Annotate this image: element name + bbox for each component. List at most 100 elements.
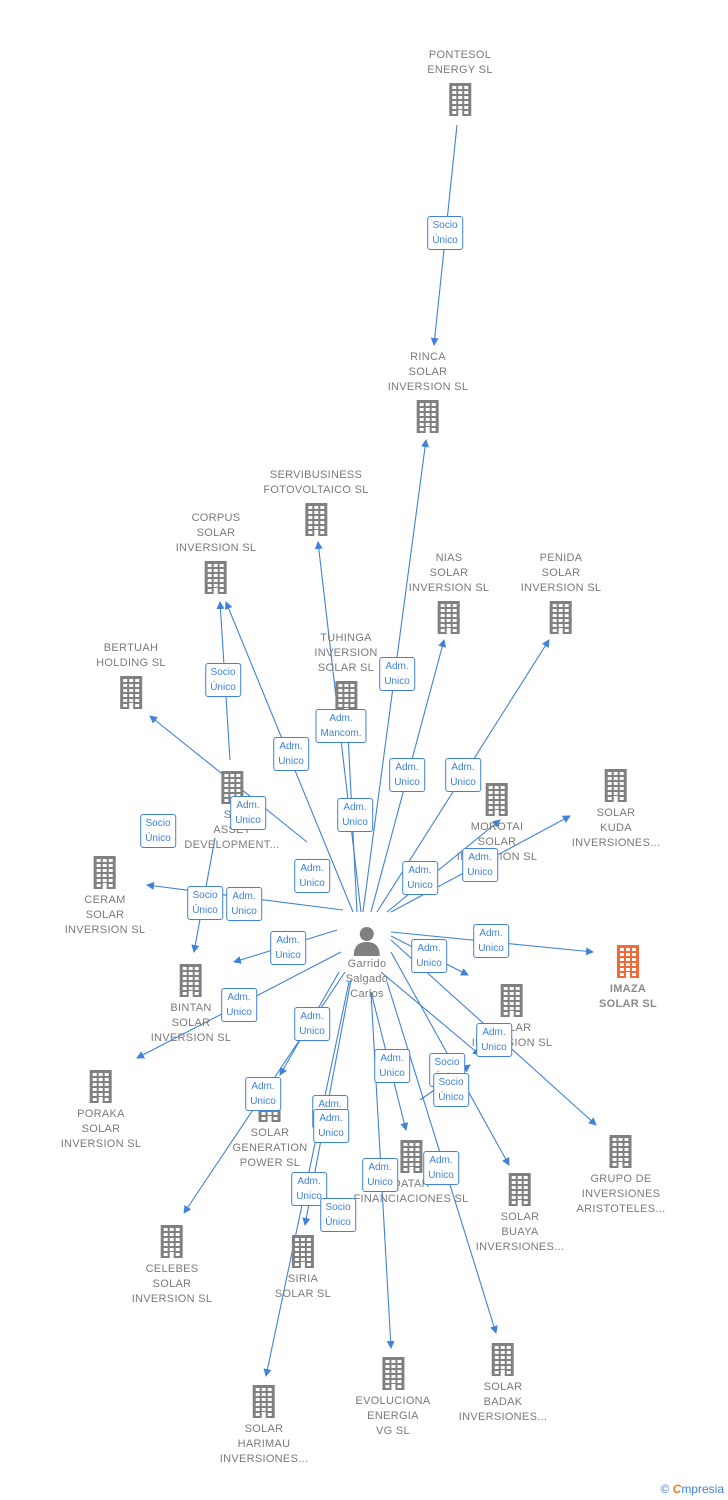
relation-badge[interactable]: Adm. Unico xyxy=(411,939,447,973)
company-label: BINTAN SOLAR INVERSION SL xyxy=(150,1002,232,1044)
company-node-bertuah[interactable]: BERTUAH HOLDING SL xyxy=(96,641,166,709)
relation-edge xyxy=(386,819,501,913)
company-label: NIAS SOLAR INVERSION SL xyxy=(408,552,490,594)
relation-badge[interactable]: Adm. Unico xyxy=(462,848,498,882)
company-node-poraka[interactable]: PORAKA SOLAR INVERSION SL xyxy=(61,1069,142,1152)
relation-badge[interactable]: Adm. Unico xyxy=(473,924,509,958)
company-node-badak[interactable]: SOLAR BADAK INVERSIONES... xyxy=(459,1342,548,1425)
company-label: PENIDA SOLAR INVERSION SL xyxy=(520,552,602,594)
relation-badge[interactable]: Adm. Unico xyxy=(362,1158,398,1192)
company-label: SIRIA SOLAR SL xyxy=(274,1273,332,1300)
relation-badge[interactable]: Adm. Unico xyxy=(476,1023,512,1057)
company-label: CELEBES SOLAR INVERSION SL xyxy=(131,1263,213,1305)
building-icon xyxy=(184,770,279,804)
building-icon xyxy=(521,600,602,634)
company-label: IMAZA SOLAR SL xyxy=(598,983,658,1010)
building-icon xyxy=(572,768,661,802)
building-icon xyxy=(476,1172,565,1206)
company-label: BERTUAH HOLDING SL xyxy=(96,642,166,669)
company-node-servibusiness[interactable]: SERVIBUSINESS FOTOVOLTAICO SL xyxy=(263,468,368,536)
person-node[interactable]: Garrido Salgado Carlos xyxy=(346,925,388,1002)
company-node-harimau[interactable]: SOLAR HARIMAU INVERSIONES... xyxy=(220,1384,309,1467)
company-node-buaya[interactable]: SOLAR BUAYA INVERSIONES... xyxy=(476,1172,565,1255)
building-icon xyxy=(353,1139,468,1173)
company-node-pontesol[interactable]: PONTESOL ENERGY SL xyxy=(427,48,492,116)
relation-badge[interactable]: Adm. Unico xyxy=(245,1077,281,1111)
company-node-penida[interactable]: PENIDA SOLAR INVERSION SL xyxy=(521,551,602,634)
building-icon xyxy=(263,502,368,536)
company-node-siria[interactable]: SIRIA SOLAR SL xyxy=(275,1234,331,1302)
company-label: GRUPO DE INVERSIONES ARISTOTELES... xyxy=(576,1173,666,1215)
company-label: CORPUS SOLAR INVERSION SL xyxy=(175,512,257,554)
building-icon xyxy=(220,1384,309,1418)
footer-brand: © Cmpresia xyxy=(660,1482,724,1496)
company-node-celebes[interactable]: CELEBES SOLAR INVERSION SL xyxy=(132,1224,213,1307)
relation-badge[interactable]: Adm. Unico xyxy=(389,758,425,792)
relation-edge xyxy=(380,971,481,1056)
building-icon xyxy=(459,1342,548,1376)
building-icon xyxy=(472,983,553,1017)
company-node-rinca[interactable]: RINCA SOLAR INVERSION SL xyxy=(388,350,469,433)
relation-badge[interactable]: Socio Único xyxy=(205,663,241,697)
relation-badge[interactable]: Socio Único xyxy=(187,886,223,920)
company-node-qatar[interactable]: QATAR FINANCIACIONES SL xyxy=(353,1139,468,1207)
relation-badge[interactable]: Adm. Unico xyxy=(379,657,415,691)
company-node-ceram[interactable]: CERAM SOLAR INVERSION SL xyxy=(65,855,146,938)
company-node-kuda[interactable]: SOLAR KUDA INVERSIONES... xyxy=(572,768,661,851)
company-node-aristoteles[interactable]: GRUPO DE INVERSIONES ARISTOTELES... xyxy=(577,1134,666,1217)
building-icon xyxy=(577,1134,666,1168)
building-icon xyxy=(132,1224,213,1258)
relation-badge[interactable]: Socio Único xyxy=(433,1073,469,1107)
building-icon xyxy=(388,399,469,433)
company-label: SOLAR BUAYA INVERSIONES... xyxy=(475,1211,565,1253)
building-icon xyxy=(427,82,492,116)
company-label: QATAR FINANCIACIONES SL xyxy=(353,1178,469,1205)
company-label: SOLAR KUDA INVERSIONES... xyxy=(571,807,661,849)
relation-badge[interactable]: Adm. Mancom. xyxy=(315,709,367,743)
company-label: SOLAR HARIMAU INVERSIONES... xyxy=(219,1423,309,1465)
person-icon xyxy=(353,927,380,956)
building-icon xyxy=(61,1069,142,1103)
company-node-nias[interactable]: NIAS SOLAR INVERSION SL xyxy=(409,551,490,634)
relation-badge[interactable]: Adm. Unico xyxy=(313,1109,349,1143)
company-node-bintan[interactable]: BINTAN SOLAR INVERSION SL xyxy=(151,963,232,1046)
company-label: RINCA SOLAR INVERSION SL xyxy=(387,351,469,393)
company-label: PORAKA SOLAR INVERSION SL xyxy=(60,1108,142,1150)
relation-badge[interactable]: Socio Único xyxy=(427,216,463,250)
building-icon xyxy=(151,963,232,997)
copyright-symbol: © xyxy=(660,1482,670,1496)
building-icon xyxy=(275,1234,331,1268)
company-node-solarasset[interactable]: SO ASSET DEVELOPMENT... xyxy=(184,770,279,853)
company-label: TUHINGA INVERSION SOLAR SL xyxy=(314,632,378,674)
building-icon xyxy=(355,1356,430,1390)
relation-badge[interactable]: Adm. Unico xyxy=(230,796,266,830)
building-icon xyxy=(409,600,490,634)
relation-badge[interactable]: Adm. Unico xyxy=(294,859,330,893)
relation-badge[interactable]: Adm. Unico xyxy=(423,1151,459,1185)
company-node-imaza[interactable]: IMAZA SOLAR SL xyxy=(599,944,657,1012)
company-label: SERVIBUSINESS FOTOVOLTAICO SL xyxy=(263,469,369,496)
building-icon xyxy=(176,560,257,594)
relation-badge[interactable]: Socio Único xyxy=(140,814,176,848)
company-node-tuhinga[interactable]: TUHINGA INVERSION SOLAR SL xyxy=(314,631,377,714)
company-node-evoluciona[interactable]: EVOLUCIONA ENERGIA VG SL xyxy=(355,1356,430,1439)
relation-badge[interactable]: Socio Único xyxy=(320,1198,356,1232)
building-icon xyxy=(65,855,146,889)
brand-initial: C xyxy=(672,1482,682,1496)
brand-name: mpresia xyxy=(681,1482,724,1496)
relation-badge[interactable]: Adm. Unico xyxy=(374,1049,410,1083)
relation-badge[interactable]: Adm. Unico xyxy=(337,798,373,832)
relation-badge[interactable]: Adm. Unico xyxy=(221,988,257,1022)
relation-badge[interactable]: Adm. Unico xyxy=(402,861,438,895)
relation-badge[interactable]: Adm. Unico xyxy=(270,931,306,965)
relation-badge[interactable]: Adm. Unico xyxy=(273,737,309,771)
relation-badge[interactable]: Adm. Unico xyxy=(294,1007,330,1041)
company-label: EVOLUCIONA ENERGIA VG SL xyxy=(355,1395,431,1437)
company-node-corpus[interactable]: CORPUS SOLAR INVERSION SL xyxy=(176,511,257,594)
relation-badge[interactable]: Adm. Unico xyxy=(226,887,262,921)
relation-badge[interactable]: Adm. Unico xyxy=(445,758,481,792)
company-label: SOLAR BADAK INVERSIONES... xyxy=(458,1381,548,1423)
building-icon xyxy=(314,680,377,714)
company-label: CERAM SOLAR INVERSION SL xyxy=(64,894,146,936)
